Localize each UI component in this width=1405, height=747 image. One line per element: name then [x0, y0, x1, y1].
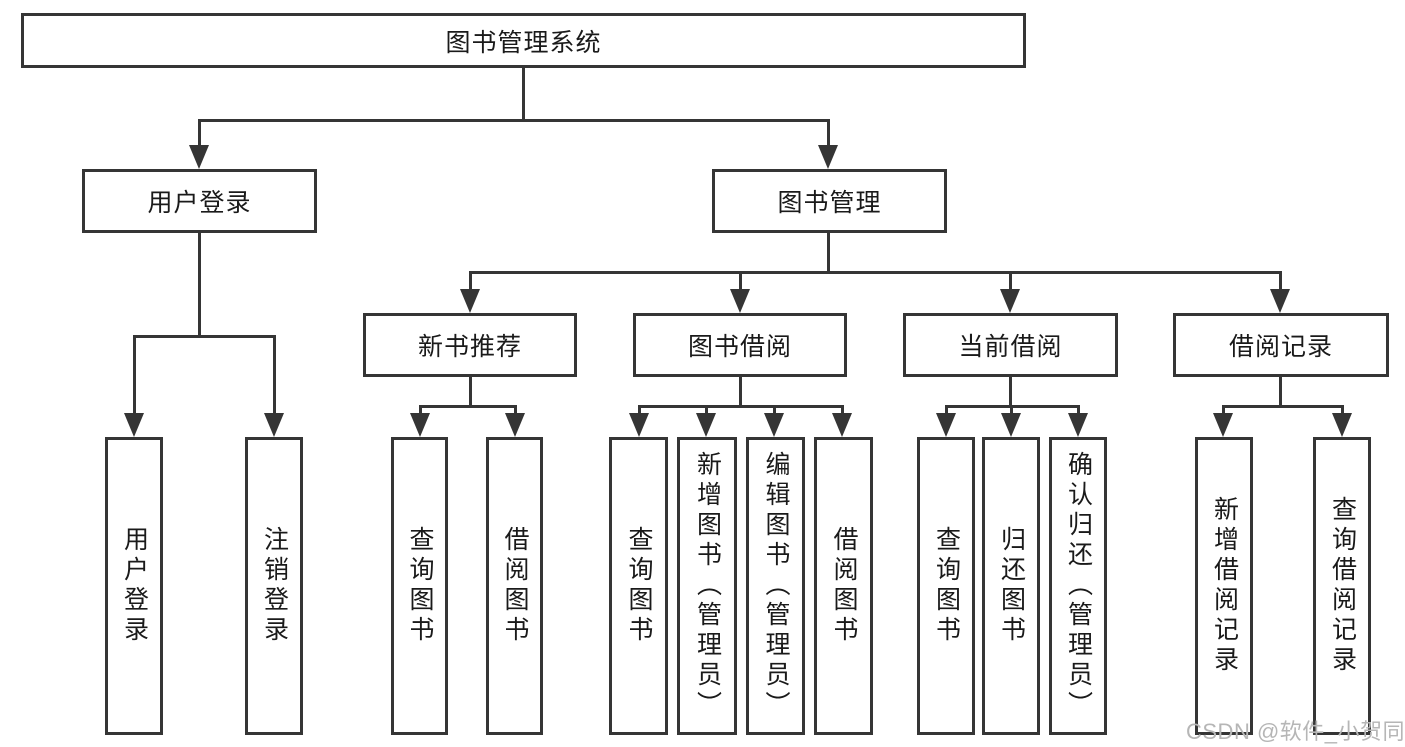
csdn-watermark: CSDN @软件_小贺同学 — [1186, 719, 1405, 744]
arrowhead-down-icon — [1332, 413, 1352, 437]
arrowhead-down-icon — [460, 289, 480, 313]
arrowhead-down-icon — [832, 413, 852, 437]
leaf-add-borrow-record-label: 新增借阅记录 — [1210, 496, 1239, 676]
arrowhead-down-icon — [1001, 413, 1021, 437]
connector-current-borrow-stem — [1008, 377, 1012, 407]
connector-to-book-management — [826, 119, 830, 147]
connector-leaf-stub — [704, 405, 708, 415]
node-borrow-records: 借阅记录 — [1173, 313, 1389, 377]
connector-leaf-stub — [637, 405, 641, 415]
leaf-add-book-admin: 新增图书（管理员） — [677, 437, 737, 735]
connector-borrow-records-stem — [1278, 377, 1282, 407]
leaf-query-books-label: 查询图书 — [406, 526, 434, 646]
node-root: 图书管理系统 — [21, 13, 1026, 68]
connector-to-leaf-user-login — [132, 335, 136, 415]
leaf-confirm-return-admin-label: 确认归还（管理员） — [1064, 451, 1093, 721]
leaf-return-books: 归还图书 — [982, 437, 1040, 735]
node-book-management-label: 图书管理 — [777, 189, 882, 217]
connector-book-borrow-split — [637, 405, 844, 408]
leaf-query-books-label: 查询图书 — [625, 526, 653, 646]
connector-leaf-stub — [1076, 405, 1080, 415]
leaf-add-borrow-record: 新增借阅记录 — [1195, 437, 1253, 735]
node-root-label: 图书管理系统 — [445, 28, 602, 57]
connector-leaf-stub — [1009, 405, 1013, 415]
leaf-user-login: 用户登录 — [105, 437, 163, 735]
connector-user-login-split — [132, 335, 276, 338]
node-borrow-records-label: 借阅记录 — [1228, 333, 1333, 361]
connector-book-management-stem — [826, 233, 830, 273]
node-book-management: 图书管理 — [712, 169, 947, 233]
leaf-borrow-books-borrow: 借阅图书 — [814, 437, 873, 735]
leaf-query-borrow-record: 查询借阅记录 — [1313, 437, 1371, 735]
arrowhead-down-icon — [764, 413, 784, 437]
node-new-book-recommend-label: 新书推荐 — [417, 333, 522, 361]
connector-new-book-split — [418, 405, 517, 408]
leaf-query-books-label: 查询图书 — [932, 526, 961, 646]
connector-leaf-stub — [513, 405, 517, 415]
node-current-borrow-label: 当前借阅 — [958, 333, 1063, 361]
leaf-query-books-current: 查询图书 — [917, 437, 975, 735]
arrowhead-down-icon — [1270, 289, 1290, 313]
arrowhead-down-icon — [818, 145, 838, 169]
leaf-logout-label: 注销登录 — [260, 526, 289, 646]
arrowhead-down-icon — [629, 413, 649, 437]
leaf-user-login-label: 用户登录 — [120, 526, 149, 646]
leaf-logout: 注销登录 — [245, 437, 303, 735]
arrowhead-down-icon — [730, 289, 750, 313]
connector-leaf-stub — [840, 405, 844, 415]
leaf-query-borrow-record-label: 查询借阅记录 — [1328, 496, 1357, 676]
connector-leaf-stub — [772, 405, 776, 415]
leaf-query-books-recommend: 查询图书 — [391, 437, 448, 735]
node-user-login: 用户登录 — [82, 169, 317, 233]
leaf-borrow-books-label: 借阅图书 — [501, 526, 529, 646]
connector-level3-split — [468, 271, 1282, 274]
connector-book-borrow-stem — [738, 377, 742, 407]
connector-leaf-stub — [944, 405, 948, 415]
arrowhead-down-icon — [936, 413, 956, 437]
arrowhead-down-icon — [1068, 413, 1088, 437]
connector-level1-split — [198, 119, 830, 122]
node-new-book-recommend: 新书推荐 — [363, 313, 577, 377]
node-book-borrow: 图书借阅 — [633, 313, 847, 377]
connector-leaf-stub — [418, 405, 422, 415]
connector-user-login-stem — [197, 233, 201, 337]
connector-to-book-borrow — [738, 271, 742, 291]
connector-to-leaf-logout — [272, 335, 276, 415]
connector-to-user-login — [197, 119, 201, 147]
leaf-borrow-books-label: 借阅图书 — [830, 526, 858, 646]
arrowhead-down-icon — [264, 413, 284, 437]
node-current-borrow: 当前借阅 — [903, 313, 1118, 377]
connector-leaf-stub — [1340, 405, 1344, 415]
arrowhead-down-icon — [505, 413, 525, 437]
leaf-return-books-label: 归还图书 — [997, 526, 1026, 646]
leaf-add-book-admin-label: 新增图书（管理员） — [693, 451, 722, 721]
leaf-query-books-borrow: 查询图书 — [609, 437, 668, 735]
arrowhead-down-icon — [124, 413, 144, 437]
connector-root-stem — [522, 66, 525, 122]
connector-borrow-records-split — [1221, 405, 1344, 408]
leaf-confirm-return-admin: 确认归还（管理员） — [1049, 437, 1107, 735]
connector-new-book-stem — [468, 377, 472, 407]
arrowhead-down-icon — [1213, 413, 1233, 437]
node-book-borrow-label: 图书借阅 — [687, 333, 792, 361]
leaf-edit-book-admin-label: 编辑图书（管理员） — [762, 451, 790, 721]
connector-to-borrow-records — [1278, 271, 1282, 291]
connector-to-current-borrow — [1008, 271, 1012, 291]
node-user-login-label: 用户登录 — [147, 189, 252, 217]
arrowhead-down-icon — [189, 145, 209, 169]
connector-leaf-stub — [1221, 405, 1225, 415]
connector-to-new-book — [468, 271, 472, 291]
leaf-borrow-books-recommend: 借阅图书 — [486, 437, 543, 735]
arrowhead-down-icon — [1000, 289, 1020, 313]
arrowhead-down-icon — [696, 413, 716, 437]
arrowhead-down-icon — [410, 413, 430, 437]
leaf-edit-book-admin: 编辑图书（管理员） — [746, 437, 805, 735]
